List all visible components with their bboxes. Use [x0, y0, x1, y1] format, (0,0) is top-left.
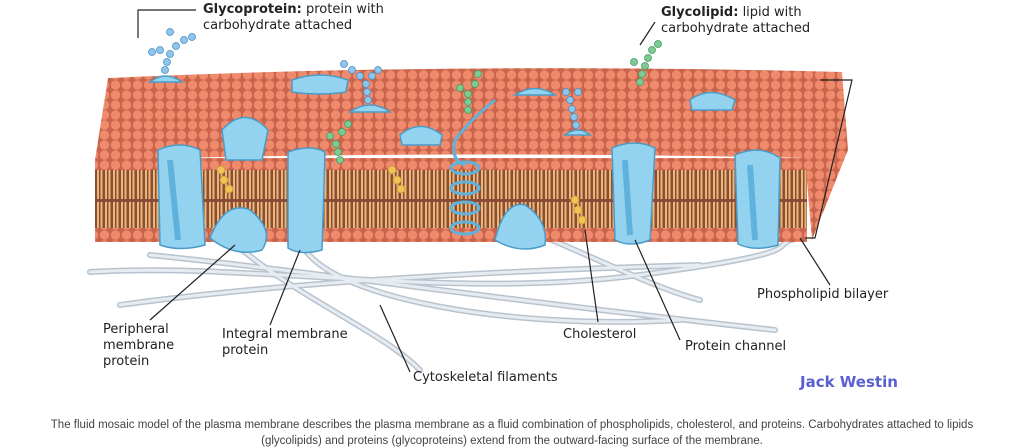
integral-protein	[157, 144, 206, 250]
peripheral-protein	[209, 207, 268, 253]
integral-protein	[734, 149, 781, 249]
proteins	[147, 74, 781, 254]
peripheral-protein-label: Peripheral membrane protein	[103, 322, 175, 369]
cholesterol-molecules	[216, 165, 587, 225]
cholesterol-label: Cholesterol	[563, 327, 637, 342]
integral-protein-label: Integral membrane protein	[222, 327, 348, 358]
brand-logo: Jack Westin	[800, 373, 898, 391]
glycolipid-carbohydrates	[326, 40, 662, 164]
glycolipid-label: Glycolipid: lipid with carbohydrate atta…	[661, 5, 811, 36]
caption-line-2: (glycolipids) and proteins (glycoprotein…	[261, 435, 763, 447]
protein-channel	[611, 142, 656, 245]
protein-channel-label: Protein channel	[685, 339, 787, 354]
integral-protein	[287, 147, 326, 254]
caption-line-1: The fluid mosaic model of the plasma mem…	[50, 419, 974, 431]
membrane-top-surface	[95, 68, 842, 160]
glycoprotein-label: Glycoprotein: protein with carbohydrate …	[203, 2, 384, 33]
cytoskeletal-label: Cytoskeletal filaments	[413, 370, 558, 385]
leader-lines	[137, 9, 853, 373]
phospholipid-bilayer-label: Phospholipid bilayer	[757, 287, 889, 302]
glycoprotein-carbohydrates	[148, 28, 582, 129]
helix-protein	[449, 98, 496, 236]
